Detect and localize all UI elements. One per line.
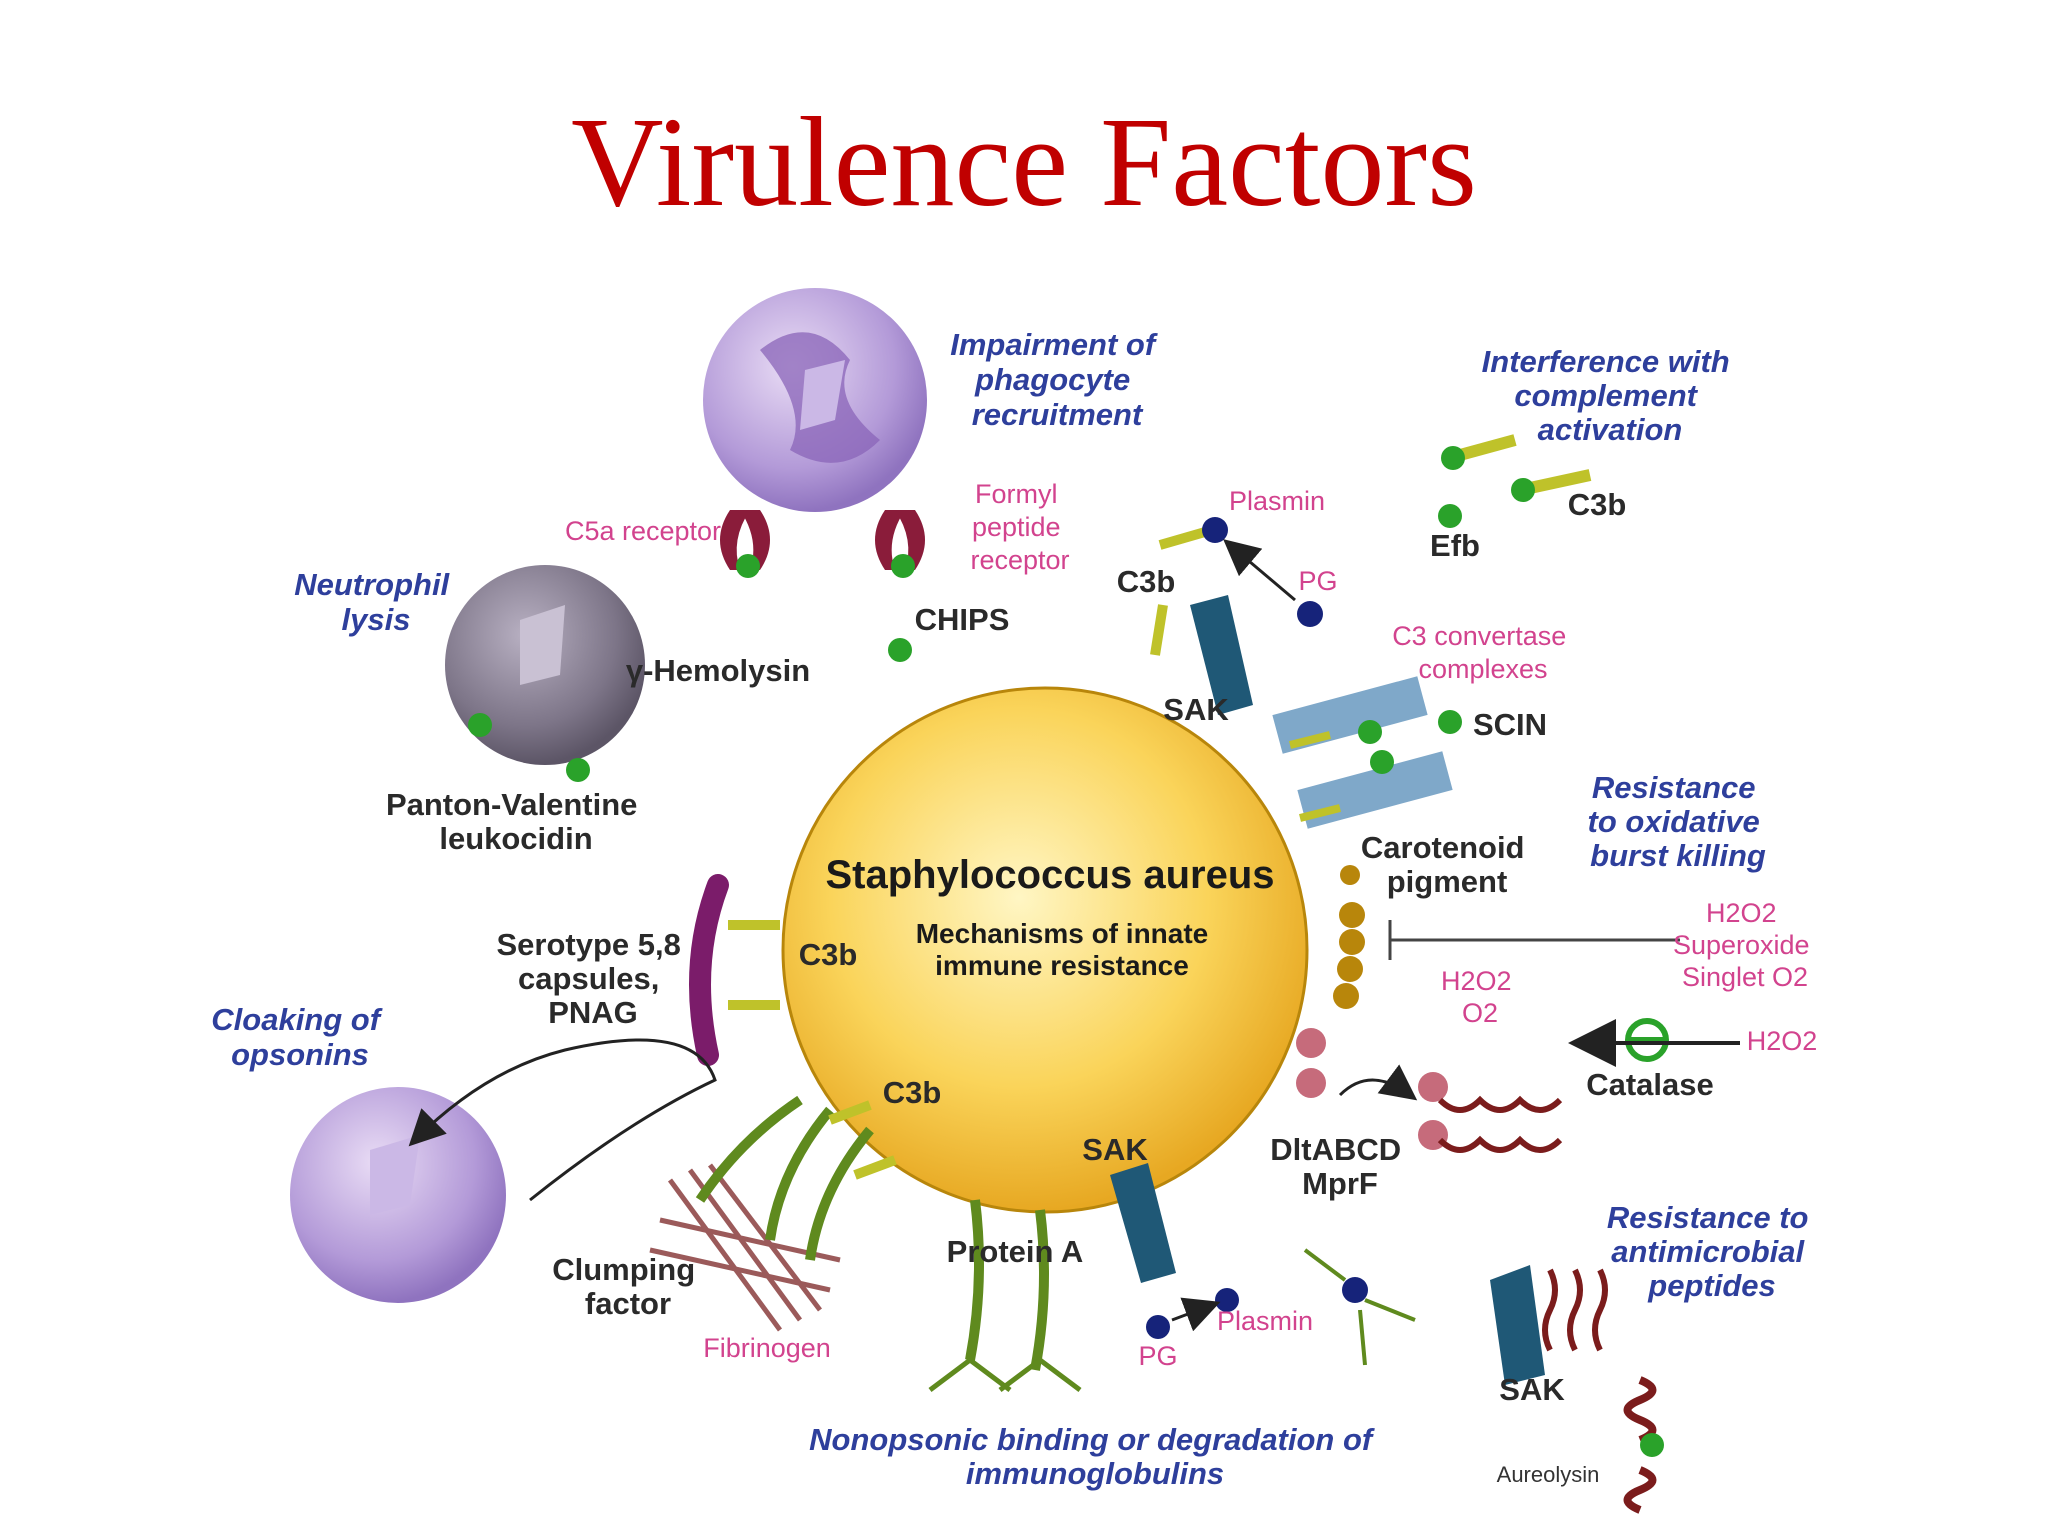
chips-dot xyxy=(888,638,912,662)
scin-dot xyxy=(1454,721,1456,723)
plasmin-bottom-label: Plasmin xyxy=(1217,1306,1313,1336)
pg-top-label: PG xyxy=(1298,566,1337,596)
organism-label: Staphylococcus aureus xyxy=(825,853,1274,897)
mech-recruitment: Impairment of phagocyte recruitment xyxy=(950,327,1164,432)
carotenoid-beads xyxy=(1333,865,1680,1009)
clumping-factor-sticks xyxy=(695,1095,897,1261)
c3b-capsule-label: C3b xyxy=(799,937,858,972)
hemolysin-label: γ-Hemolysin xyxy=(626,653,810,688)
sak-top-label: SAK xyxy=(1163,692,1229,727)
sak-bottom-shape xyxy=(1110,1163,1176,1283)
chips-label: CHIPS xyxy=(915,602,1010,637)
c3-convertase-label: C3 convertase complexes xyxy=(1392,621,1574,684)
h2o2-catalase-label: H2O2 xyxy=(1747,1026,1818,1056)
lysed-neutrophil-cell xyxy=(445,565,645,782)
aureolysin-label: Aureolysin xyxy=(1497,1462,1600,1487)
protein-a-shape xyxy=(928,1199,1082,1392)
pg-bottom-label: PG xyxy=(1138,1341,1177,1371)
mech-oxidative: Resistance to oxidative burst killing xyxy=(1588,770,1769,873)
cloaking-arrow xyxy=(408,1038,717,1202)
protein-a-label: Protein A xyxy=(947,1234,1084,1269)
h2o2-o2-label: H2O2 O2 xyxy=(1441,966,1519,1028)
center-subtitle-2: immune resistance xyxy=(935,950,1189,981)
c3b-complement-label: C3b xyxy=(1568,487,1627,522)
plasmin-top-shape xyxy=(1158,517,1323,627)
mech-antimicrobial: Resistance to antimicrobial peptides xyxy=(1607,1200,1817,1303)
sak-top-shape xyxy=(1190,595,1253,715)
clumping-label: Clumping factor xyxy=(552,1252,704,1321)
c3b-top-stick xyxy=(1150,604,1168,656)
aureolysin-shape xyxy=(1623,1376,1664,1514)
mech-immunoglobulins: Nonopsonic binding or degradation of imm… xyxy=(809,1422,1381,1491)
dlt-label: DltABCD MprF xyxy=(1270,1132,1410,1201)
c3b-clumping-label: C3b xyxy=(883,1075,942,1110)
plasmin-bottom-shape xyxy=(1146,1248,1416,1366)
efb-label: Efb xyxy=(1430,528,1480,563)
c3-convertase-shapes xyxy=(1272,676,1462,829)
capsule-shape xyxy=(689,874,780,1066)
page-title: Virulence Factors xyxy=(571,91,1477,233)
formyl-receptor-label: Formyl peptide receptor xyxy=(970,479,1069,575)
mech-cloaking: Cloaking of opsonins xyxy=(211,1002,388,1072)
catalase-label: Catalase xyxy=(1586,1067,1714,1102)
mech-neutrophil-lysis: Neutrophil lysis xyxy=(294,567,458,637)
scin-label: SCIN xyxy=(1473,707,1547,742)
formyl-receptor-shape xyxy=(875,510,925,578)
efb-c3b-shapes xyxy=(1438,434,1592,528)
sak-right-shape xyxy=(1490,1265,1608,1385)
fibrinogen-label: Fibrinogen xyxy=(703,1333,831,1363)
c5a-receptor-label: C5a receptor xyxy=(565,516,721,546)
c3b-top-label: C3b xyxy=(1117,564,1176,599)
neutrophil-cell-bottom xyxy=(290,1087,506,1303)
carotenoid-label: Carotenoid pigment xyxy=(1361,830,1533,899)
c5a-receptor-shape xyxy=(720,510,770,578)
ros-label: H2O2 Superoxide Singlet O2 xyxy=(1673,898,1817,992)
catalase-shape xyxy=(1568,1018,1740,1067)
positive-charges xyxy=(1296,1028,1563,1153)
neutrophil-cell-top xyxy=(703,288,927,512)
mech-complement: Interference with complement activation xyxy=(1482,344,1739,447)
sak-bottom-label: SAK xyxy=(1082,1132,1148,1167)
center-subtitle-1: Mechanisms of innate xyxy=(916,918,1209,949)
sak-right-label: SAK xyxy=(1499,1372,1565,1407)
pvl-label: Panton-Valentine leukocidin xyxy=(386,787,646,856)
serotype-label: Serotype 5,8 capsules, PNAG xyxy=(497,927,690,1030)
fibrinogen-shape xyxy=(649,1163,841,1332)
plasmin-top-label: Plasmin xyxy=(1229,486,1325,516)
